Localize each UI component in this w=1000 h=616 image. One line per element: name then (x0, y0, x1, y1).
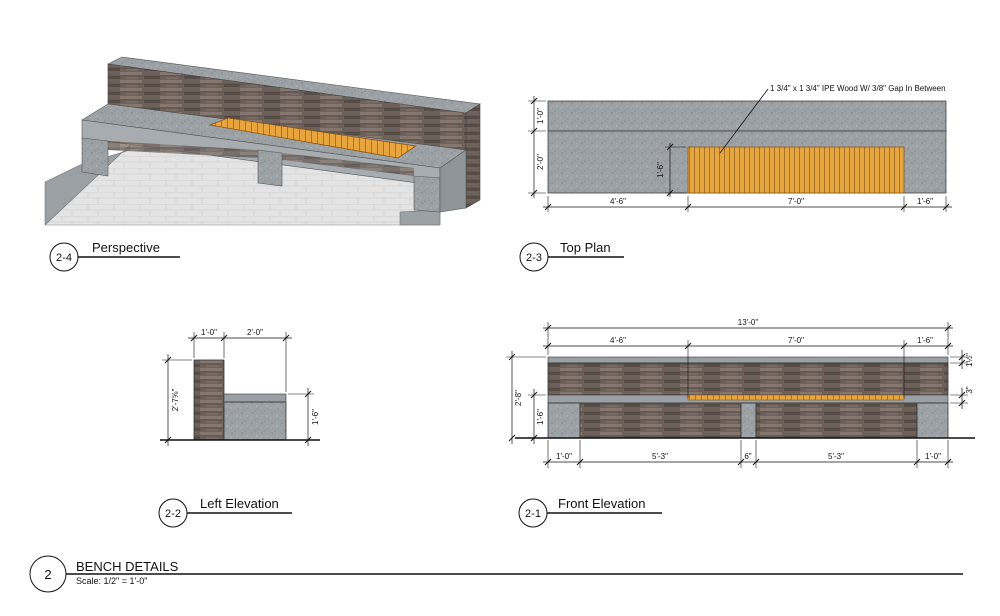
front-leg-left (547, 402, 581, 439)
under-seat-slate (108, 141, 258, 158)
front-dim-top-c: 1'-6" (917, 336, 933, 345)
plan-dim-right: 1'-6" (917, 197, 933, 206)
front-elevation-view: 13'-0" 4'-6" 7'-0" 1'-6" 1'-0" 5'-3" 6" … (506, 318, 975, 468)
dim-ticks (164, 356, 172, 444)
plan-vdim-wood: 1'-6" (656, 162, 665, 178)
middle-support (257, 149, 283, 187)
perspective-label: 2-4 Perspective (49, 240, 180, 272)
plan-dim-middle: 7'-0" (788, 197, 804, 206)
left-elevation-label: 2-2 Left Elevation (158, 496, 292, 528)
front-under-right (755, 402, 918, 439)
front-backrest (547, 362, 949, 396)
front-dim-overall: 13'-0" (738, 318, 759, 327)
front-dim-right-cap: 1½" (965, 353, 974, 367)
dim-ticks (544, 342, 952, 350)
plan-vdim-top: 1'-0" (536, 108, 545, 124)
dim-ticks (190, 334, 290, 342)
view-tag-number: 2-2 (165, 508, 181, 520)
sheet-title: BENCH DETAILS (76, 559, 179, 574)
plan-dim-left: 4'-6" (610, 197, 626, 206)
right-support (413, 175, 441, 213)
front-dim-top-a: 4'-6" (610, 336, 626, 345)
left-elev-dim-seat: 1'-6" (311, 409, 320, 425)
front-dim-top-b: 7'-0" (788, 336, 804, 345)
left-elev-seat (223, 401, 287, 441)
plan-backrest (547, 100, 947, 132)
dim-ticks (666, 143, 674, 197)
dim-ticks (304, 390, 312, 444)
left-elevation-view: 1'-0" 2'-0" 2'-7⅝" 1'-6" (160, 328, 320, 446)
view-tag-number: 2-4 (56, 252, 72, 264)
front-dim-left-seat: 1'-6" (536, 409, 545, 425)
plan-vdim-total: 2'-0" (536, 154, 545, 170)
top-plan-view: 1 3/4" x 1 3/4" IPE Wood W/ 3/8" Gap In … (528, 84, 952, 212)
left-support (81, 137, 109, 177)
dim-ticks (544, 203, 950, 211)
view-title: Perspective (92, 240, 160, 255)
front-elevation-label: 2-1 Front Elevation (518, 496, 662, 528)
dim-ticks (530, 391, 538, 442)
front-dim-bot-c: 6" (744, 452, 751, 461)
front-dim-left-total: 2'-8" (514, 390, 523, 406)
front-leg-right (916, 402, 949, 439)
under-seat-slate-2 (282, 153, 414, 176)
left-elev-seat-cap (223, 393, 287, 403)
front-leg-middle (740, 402, 757, 439)
plan-wood-note: 1 3/4" x 1 3/4" IPE Wood W/ 3/8" Gap In … (770, 84, 946, 93)
front-dim-bot-b: 5'-3" (652, 452, 668, 461)
dim-ticks (530, 97, 538, 197)
left-elev-dim-a: 1'-0" (201, 328, 217, 337)
ground-curb-right (399, 209, 441, 226)
front-dim-bot-a: 1'-0" (556, 452, 572, 461)
wood-seat-insert (208, 117, 418, 159)
front-backrest-cap (547, 356, 949, 364)
view-title: Top Plan (560, 240, 611, 255)
view-tag-number: 2-1 (525, 508, 541, 520)
plan-wood-insert (687, 146, 905, 194)
dim-ticks (544, 324, 952, 332)
front-dim-bot-e: 1'-0" (925, 452, 941, 461)
sheet-title-block: 2 BENCH DETAILS Scale: 1/2" = 1'-0" (29, 555, 963, 593)
sheet-number: 2 (44, 567, 51, 582)
view-tag-number: 2-3 (526, 252, 542, 264)
dim-ticks (508, 353, 516, 442)
front-dim-bot-d: 5'-3" (828, 452, 844, 461)
dim-ticks (544, 458, 952, 466)
note-leader (719, 88, 769, 154)
left-elev-backrest (193, 359, 225, 441)
front-under-left (579, 402, 742, 439)
left-elev-dim-height: 2'-7⅝" (171, 389, 180, 412)
dim-ticks (958, 353, 966, 367)
front-wood-edge (687, 394, 905, 401)
sheet-scale: Scale: 1/2" = 1'-0" (76, 576, 147, 586)
dim-ticks (958, 391, 966, 407)
backrest-end (465, 103, 481, 209)
right-support-side (439, 149, 467, 213)
top-plan-label: 2-3 Top Plan (519, 240, 624, 272)
perspective-view (44, 56, 481, 226)
front-dim-right-wood: 3" (965, 386, 974, 393)
view-title: Front Elevation (558, 496, 645, 511)
left-elev-dim-b: 2'-0" (247, 328, 263, 337)
view-title: Left Elevation (200, 496, 279, 511)
